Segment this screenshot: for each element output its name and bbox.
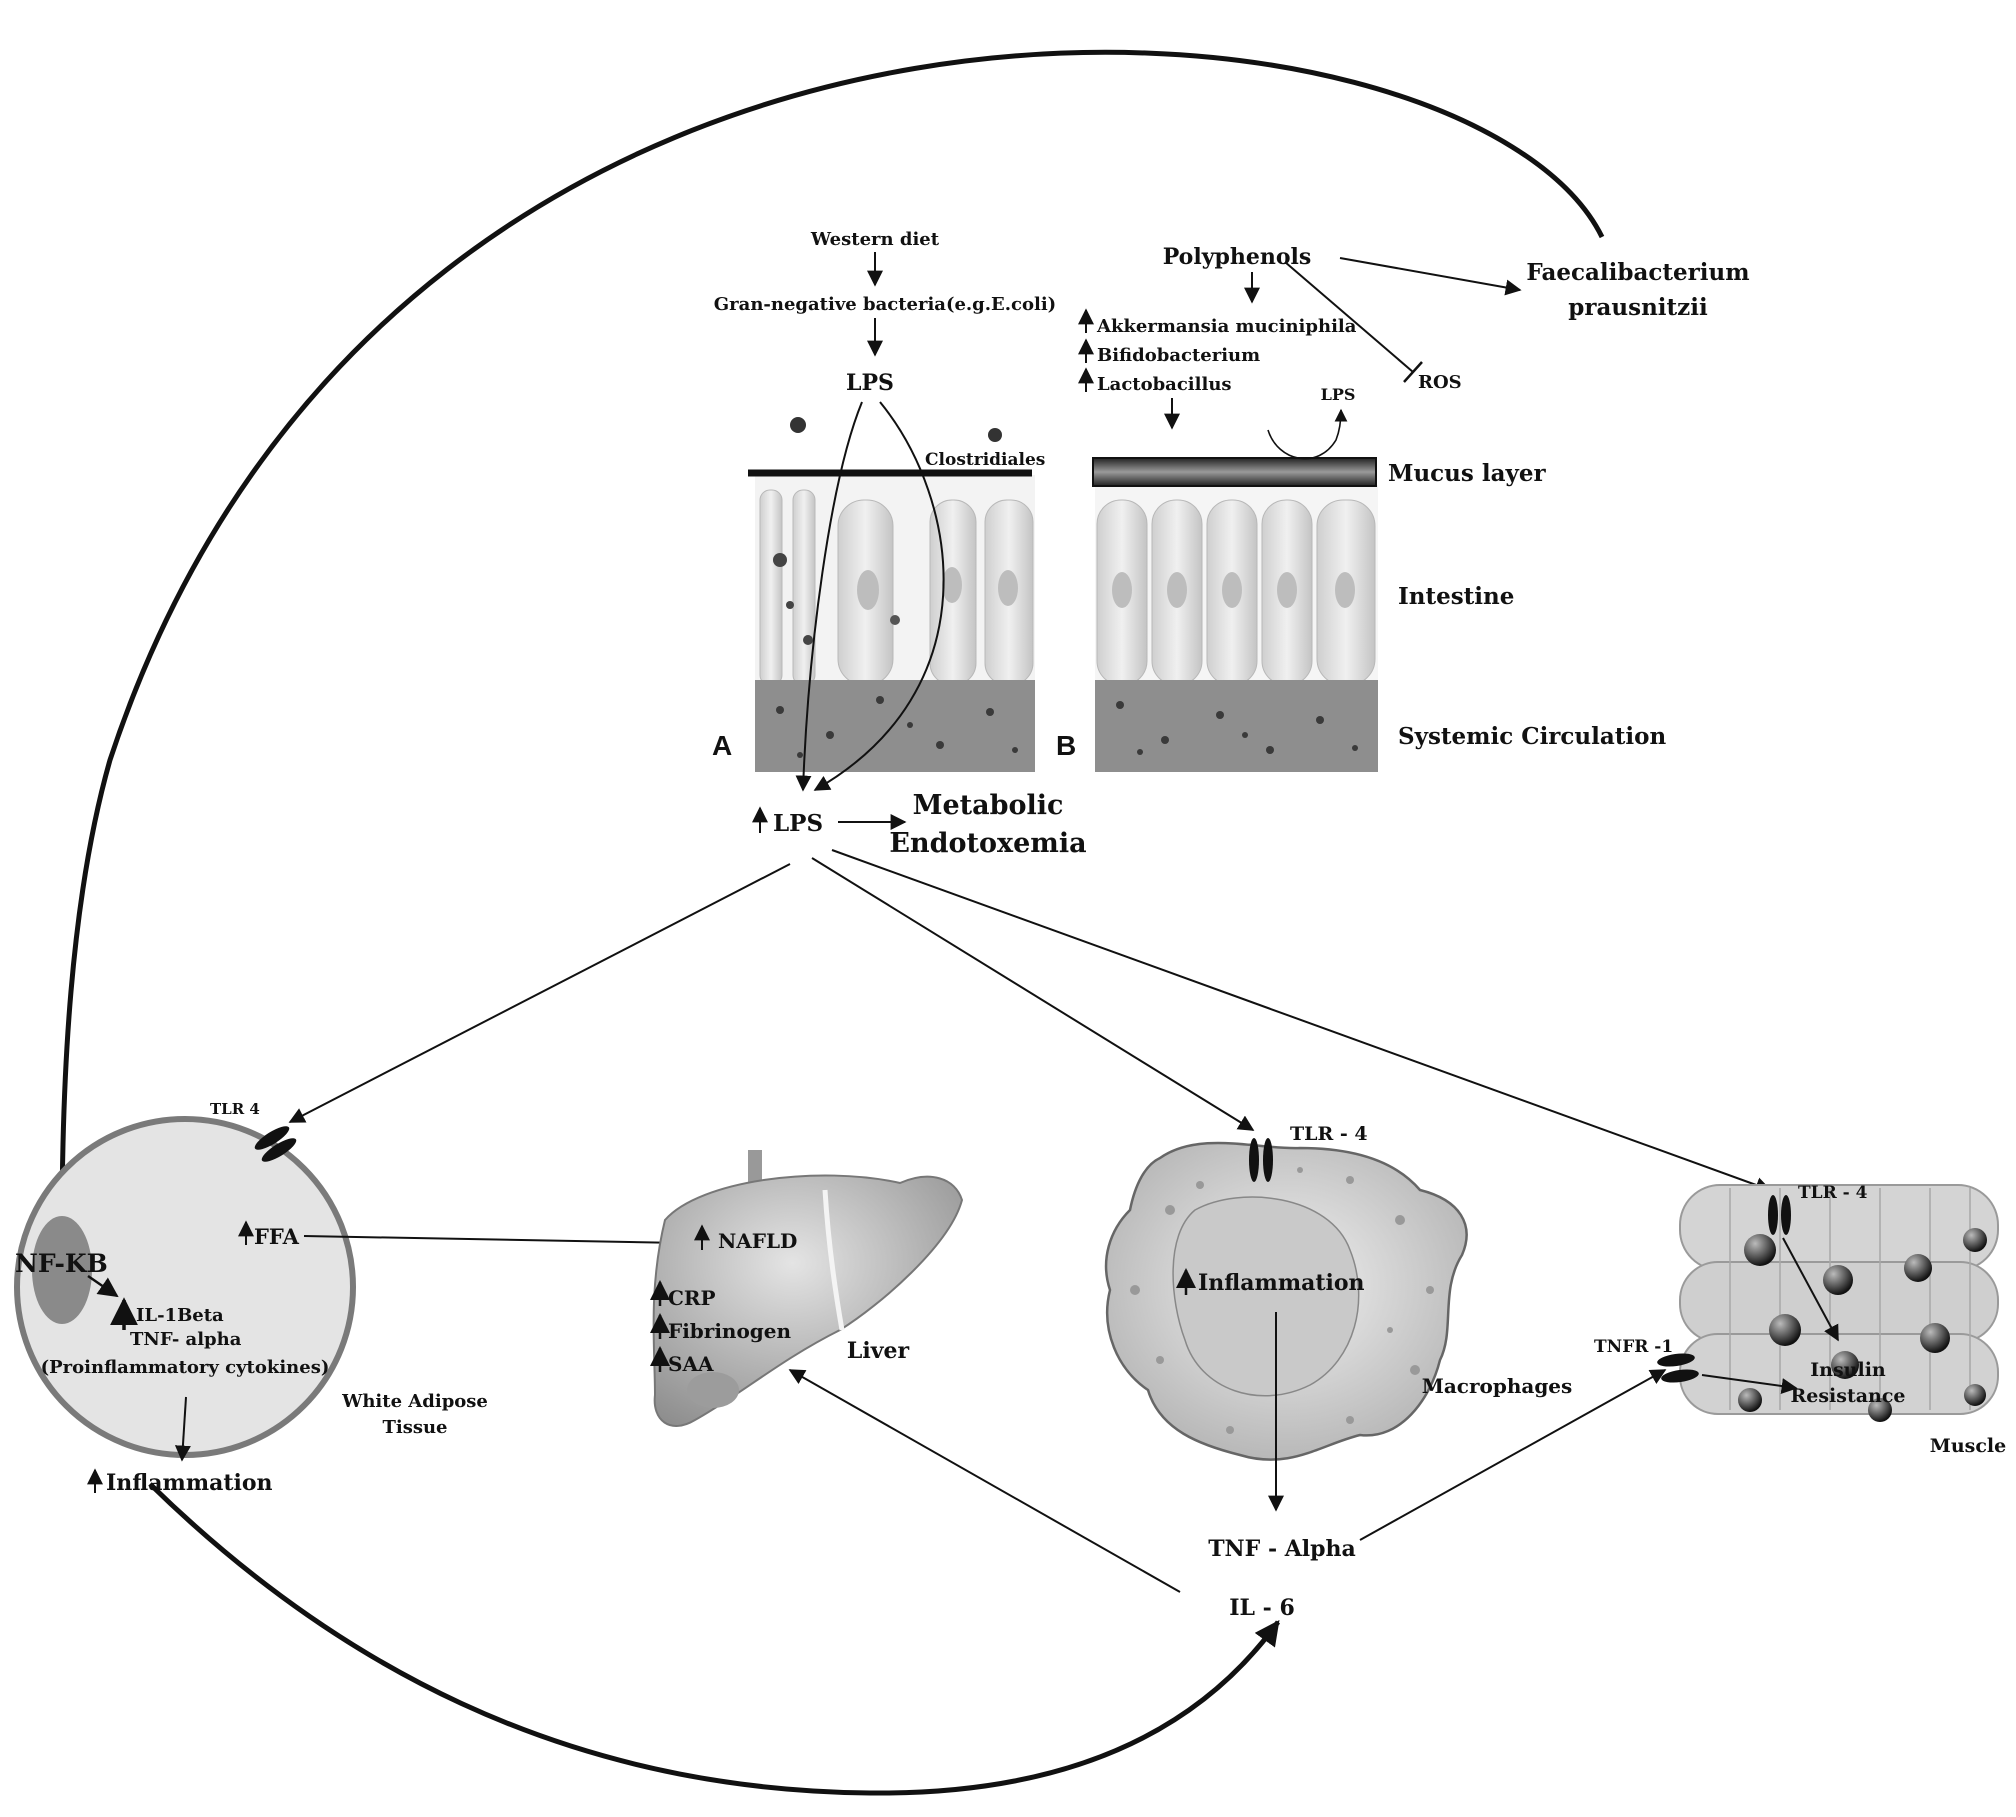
adipose-label-2: Tissue: [382, 1417, 447, 1438]
inhibit-polyphenols-ros: [1284, 261, 1414, 373]
intestine-panel-b: [1092, 457, 1378, 772]
tnf-alpha-label: TNF - Alpha: [1208, 1536, 1356, 1562]
panel-b-label: B: [1056, 730, 1076, 761]
mucus-layer-bar: [1092, 457, 1377, 487]
ffa-label: FFA: [254, 1224, 300, 1249]
bacteria-list: Akkermansia muciniphila Bifidobacterium …: [1078, 308, 1357, 395]
inflammation-adipose-label: Inflammation: [106, 1470, 273, 1496]
lactobacillus-label: Lactobacillus: [1097, 374, 1232, 395]
insulin-label-1: Insulin: [1810, 1359, 1886, 1381]
tlr4-muscle-label: TLR - 4: [1798, 1183, 1868, 1203]
arrow-cytokines-inflammation: [174, 1396, 191, 1462]
crp-label: CRP: [668, 1286, 716, 1310]
fibrinogen-label: Fibrinogen: [668, 1319, 792, 1343]
bifidobacterium-label: Bifidobacterium: [1097, 345, 1260, 366]
il6-label: IL - 6: [1229, 1595, 1295, 1621]
endotoxemia-label-2: Endotoxemia: [889, 828, 1086, 859]
feedback-arc-faecalibacterium: [59, 49, 1605, 1231]
muscle-illustration: [1679, 1184, 1999, 1422]
arc-inflammation-to-il6: [148, 1482, 1281, 1796]
tnf-alpha-adipose-label: TNF- alpha: [130, 1329, 242, 1350]
arrow-lps-leak-2: [813, 401, 945, 791]
intestine-panel-a: [748, 417, 1035, 772]
arrow-il6-liver: [788, 1369, 1181, 1593]
arrow-lps-muscle: [831, 849, 1772, 1193]
clostridiales-label: Clostridiales: [925, 450, 1045, 470]
insulin-label-2: Resistance: [1790, 1385, 1905, 1407]
tnfr1-label: TNFR -1: [1594, 1337, 1673, 1357]
tlr4-receptor-muscle: [1768, 1195, 1791, 1235]
saa-label: SAA: [668, 1352, 714, 1376]
arrow-tnfr-insulin: [1701, 1374, 1798, 1394]
polyphenols-label: Polyphenols: [1163, 244, 1312, 270]
il1-label: IL-1Beta: [136, 1305, 224, 1326]
mucus-layer-label: Mucus layer: [1388, 460, 1547, 487]
arrow-ffa-nafld: [303, 1234, 684, 1251]
adipocyte-nucleus: [32, 1216, 92, 1324]
arrow-polyphenols-faecali: [1339, 257, 1522, 296]
circulation-label: Systemic Circulation: [1398, 723, 1666, 750]
intestine-label: Intestine: [1398, 583, 1514, 610]
arrow-nfkb-cytokines: [87, 1274, 119, 1298]
tlr4-macrophage-label: TLR - 4: [1290, 1123, 1368, 1145]
macrophage-granules: [1130, 1167, 1434, 1434]
tlr4-receptor-macrophage: [1249, 1138, 1273, 1182]
gram-negative-label: Gran-negative bacteria(e.g.E.coli): [714, 294, 1056, 315]
nafld-label: NAFLD: [718, 1229, 797, 1253]
western-diet-label: Western diet: [810, 229, 940, 250]
cytokines-label: (Proinflammatory cytokines): [41, 1357, 330, 1378]
lps-top-label: LPS: [846, 370, 894, 396]
muscle-label: Muscle: [1930, 1435, 2006, 1457]
arrow-tnf-tnfr: [1359, 1369, 1667, 1541]
inhibit-bar-ros: [1403, 361, 1423, 383]
arrow-lps-leak-1: [795, 401, 863, 792]
arrow-tlr4-insulin: [1782, 1237, 1839, 1342]
blood-dots-a: [776, 696, 1018, 758]
lps-up-label: LPS: [773, 810, 823, 837]
tlr4-adipose-label: TLR 4: [210, 1100, 260, 1118]
liver-label: Liver: [847, 1338, 910, 1364]
tlr4-receptor-adipose: [254, 1126, 297, 1162]
macrophage-nucleus: [1172, 1196, 1360, 1397]
arrow-lps-macrophage: [811, 857, 1255, 1131]
faecalibacterium-label-2: prausnitzii: [1568, 294, 1708, 321]
endotoxemia-label-1: Metabolic: [913, 790, 1064, 821]
ros-label: ROS: [1418, 372, 1462, 393]
blood-dots-b: [1116, 701, 1358, 755]
tnfr1-receptor: [1657, 1353, 1699, 1383]
faecalibacterium-label-1: Faecalibacterium: [1526, 259, 1749, 286]
macrophages-label: Macrophages: [1422, 1374, 1573, 1398]
inflammation-macrophage-label: Inflammation: [1198, 1270, 1365, 1296]
akkermansia-label: Akkermansia muciniphila: [1096, 316, 1357, 337]
panel-a-label: A: [712, 730, 732, 761]
lps-reflect-arc: [1267, 408, 1348, 460]
liver-illustration: [652, 1150, 964, 1427]
lps-reflect-label: LPS: [1321, 385, 1356, 404]
nfkb-label: NF-KB: [15, 1249, 108, 1278]
arrow-lps-adipose: [288, 863, 791, 1123]
adipose-label-1: White Adipose: [341, 1391, 488, 1412]
